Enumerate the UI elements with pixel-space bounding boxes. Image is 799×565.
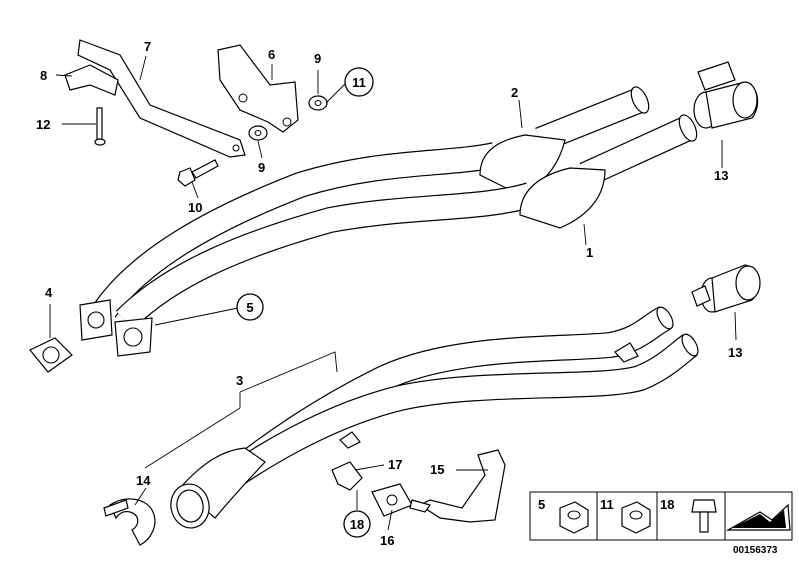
gasket-4 [29, 337, 73, 373]
callout-2: 2 [511, 85, 518, 100]
clamp-13-upper [693, 61, 759, 129]
callout-3: 3 [236, 373, 243, 388]
front-pipe-2 [94, 86, 650, 318]
hanger-17 [331, 461, 363, 491]
washer-9-lower [248, 125, 268, 141]
callout-7: 7 [144, 39, 151, 54]
callout-11: 11 [352, 75, 366, 90]
callout-4: 4 [45, 285, 53, 300]
bracket-7 [77, 39, 246, 158]
callout-18: 18 [350, 517, 364, 532]
front-pipe-1 [115, 114, 698, 330]
rear-pipe-3 [170, 306, 699, 529]
bolt-10 [177, 159, 219, 187]
bolt-icon-18 [691, 499, 717, 533]
callout-1: 1 [586, 245, 593, 260]
legend-label-5: 5 [538, 497, 545, 512]
callout-13-lower: 13 [728, 345, 742, 360]
arrow-shape-icon [725, 503, 791, 531]
callout-16: 16 [380, 533, 394, 548]
nut-icon-11 [621, 501, 651, 534]
bracket-6 [217, 44, 299, 133]
legend-label-11: 11 [600, 497, 614, 512]
callout-17: 17 [388, 457, 402, 472]
legend-label-18: 18 [660, 497, 674, 512]
callout-8: 8 [40, 68, 47, 83]
washer-9-upper [308, 95, 328, 111]
leader-lines [49, 55, 737, 531]
callout-5: 5 [246, 300, 253, 315]
clamp-14 [103, 498, 156, 546]
drawing-number: 00156373 [733, 545, 778, 556]
callout-13-upper: 13 [714, 168, 728, 183]
callout-9-upper: 9 [314, 51, 321, 66]
flange-part-2 [79, 299, 113, 341]
callout-18-circle [343, 510, 371, 538]
callout-14: 14 [136, 473, 151, 488]
nut-icon-5 [559, 501, 589, 534]
flange-part-1 [114, 317, 153, 357]
callout-10: 10 [188, 200, 202, 215]
callout-12: 12 [36, 117, 50, 132]
bolt-12 [94, 107, 106, 146]
callout-6: 6 [268, 47, 275, 62]
callout-9-lower: 9 [258, 160, 265, 175]
rubber-mount-16 [371, 483, 431, 517]
callout-15: 15 [430, 462, 444, 477]
clamp-13-lower [691, 264, 761, 313]
callout-11-circle [344, 67, 374, 97]
bracket-15 [418, 449, 506, 523]
clamp-8 [64, 64, 119, 96]
callout-5-circle [236, 293, 264, 321]
